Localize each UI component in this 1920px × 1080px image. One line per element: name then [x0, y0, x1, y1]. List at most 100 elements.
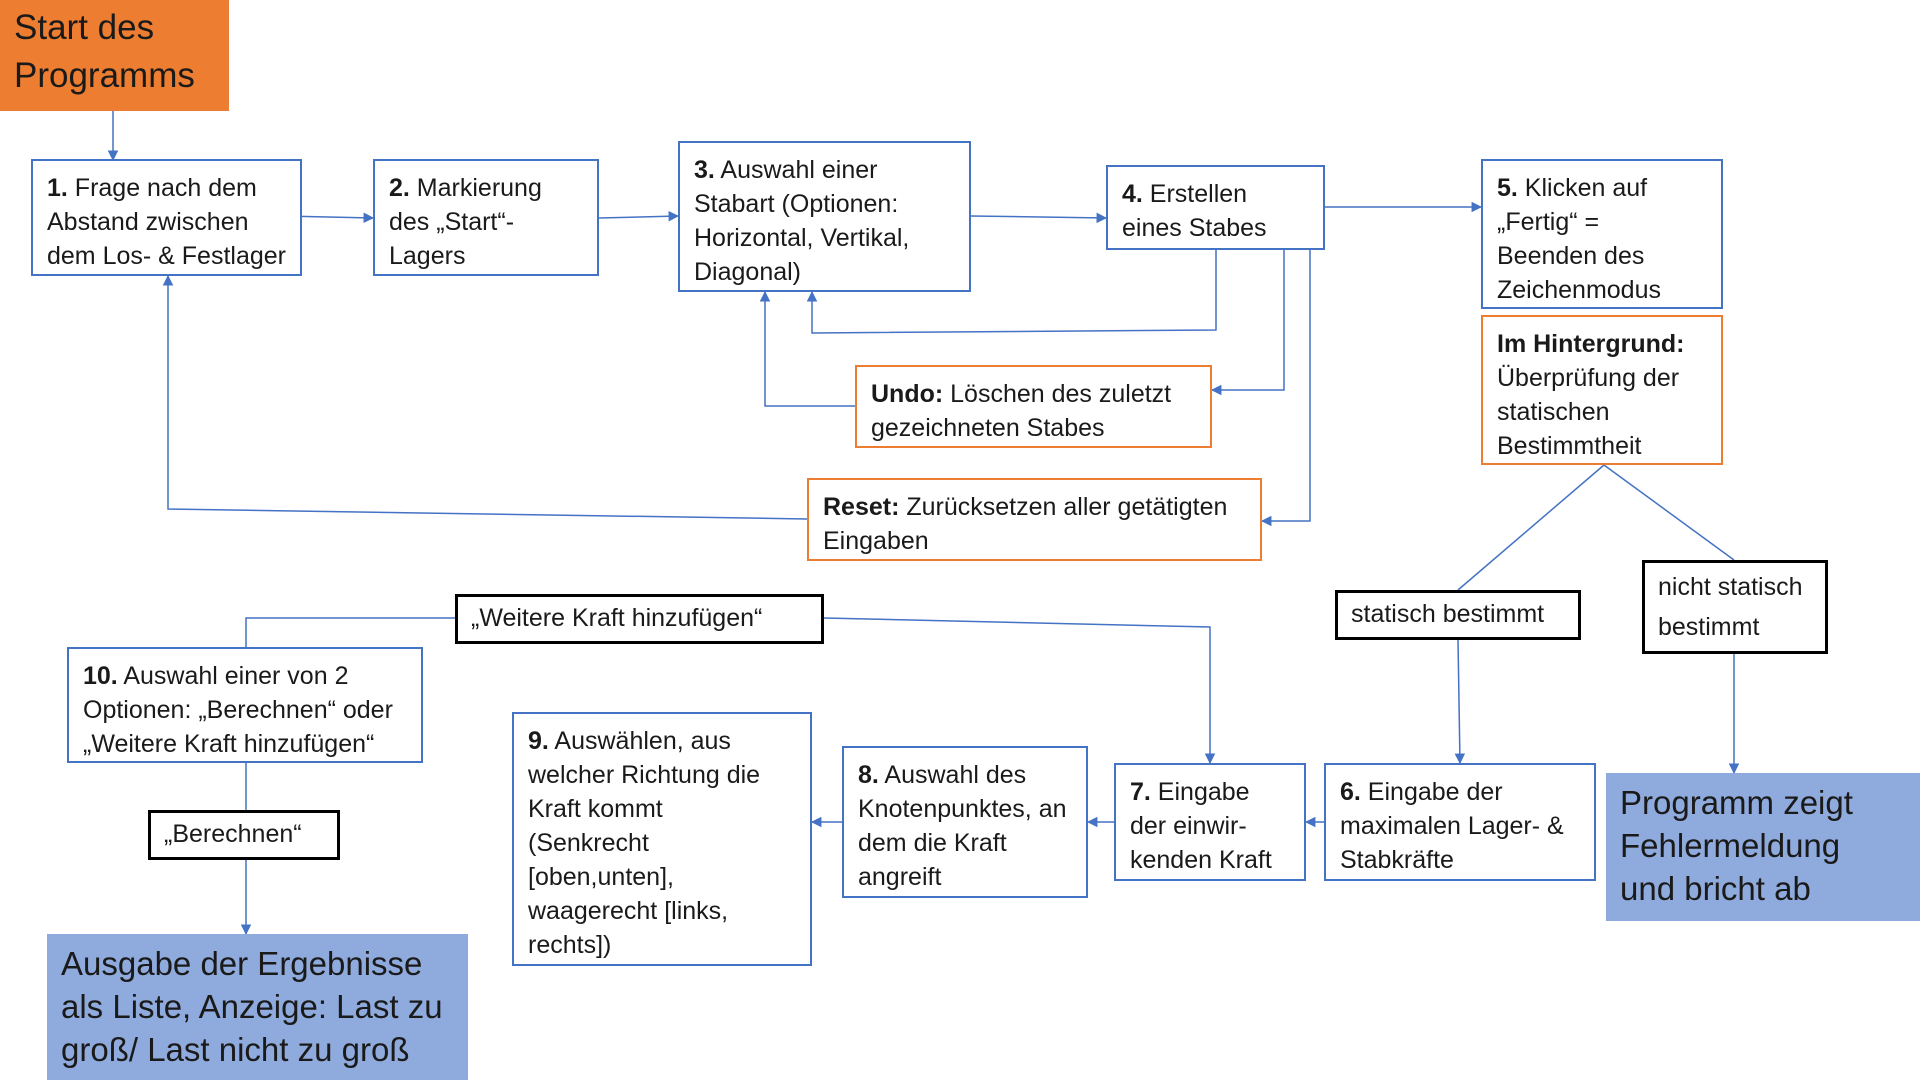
step-text: der einwir- — [1130, 812, 1247, 840]
label-text: nicht statisch — [1658, 573, 1803, 601]
label-berechnen: „Berechnen“ — [148, 810, 340, 860]
step-text: rechts]) — [528, 931, 612, 959]
step-10-box: 10. Auswahl einer von 2 Optionen: „Berec… — [67, 647, 423, 763]
reset-box: Reset: Zurücksetzen aller getätigten Ein… — [807, 478, 1262, 561]
background-check-text: statischen — [1497, 398, 1610, 426]
undo-box: Undo: Löschen des zuletzt gezeichneten S… — [855, 365, 1212, 448]
step-1-box: 1. Frage nach dem Abstand zwischen dem L… — [31, 159, 302, 276]
step-text: eines Stabes — [1122, 214, 1267, 242]
step-text: Markierung — [409, 174, 542, 202]
arrow-weitere-to-step7 — [823, 617, 1216, 765]
output-text: groß/ Last nicht zu groß — [61, 1031, 410, 1068]
step-text: Zeichenmodus — [1497, 276, 1661, 304]
step-number: 10. — [83, 662, 118, 690]
step-number: 6. — [1340, 778, 1361, 806]
step-text: Eingabe der — [1360, 778, 1503, 806]
step-text: „Weitere Kraft hinzufügen“ — [83, 730, 375, 758]
background-check-text: Bestimmtheit — [1497, 432, 1642, 460]
step-number: 9. — [528, 727, 549, 755]
line-check-to-statisch — [1457, 464, 1605, 591]
error-text: Programm zeigt — [1620, 784, 1853, 821]
undo-label: Undo: — [871, 380, 944, 408]
step-3-box: 3. Auswahl einer Stabart (Optionen: Hori… — [678, 141, 971, 292]
step-text: angreift — [858, 863, 942, 891]
error-text: und bricht ab — [1620, 870, 1811, 907]
step-8-box: 8. Auswahl des Knotenpunktes, an dem die… — [842, 746, 1088, 898]
step-text: Eingabe — [1150, 778, 1250, 806]
step-text: Kraft kommt — [528, 795, 663, 823]
error-text: Fehlermeldung — [1620, 827, 1841, 864]
label-text: „Berechnen“ — [164, 820, 302, 848]
step-text: Auswahl einer von 2 — [117, 662, 349, 690]
step-text: Knotenpunktes, an — [858, 795, 1067, 823]
reset-text: Zurücksetzen aller getätigten — [899, 493, 1228, 521]
arrow-step3-to-step4 — [970, 212, 1108, 224]
background-check-box: Im Hintergrund: Überprüfung der statisch… — [1481, 315, 1723, 465]
step-number: 8. — [858, 761, 879, 789]
step-text: Optionen: „Berechnen“ oder — [83, 696, 393, 724]
step-text: dem die Kraft — [858, 829, 1007, 857]
step-text: (Senkrecht — [528, 829, 649, 857]
step-5-box: 5. Klicken auf „Fertig“ = Beenden des Ze… — [1481, 159, 1723, 309]
step-text: des „Start“- — [389, 208, 515, 236]
step-text: Auswählen, aus — [548, 727, 731, 755]
step-number: 7. — [1130, 778, 1151, 806]
arrow-step4-to-undo — [1210, 250, 1285, 396]
label-text: „Weitere Kraft hinzufügen“ — [471, 604, 763, 632]
step-text: Abstand zwischen — [47, 208, 249, 236]
step-text: kenden Kraft — [1130, 846, 1272, 874]
start-box: Start des Programms — [0, 0, 229, 111]
arrow-step4-to-reset — [1260, 250, 1311, 527]
output-text: als Liste, Anzeige: Last zu — [61, 988, 443, 1025]
reset-text: Eingaben — [823, 527, 929, 555]
step-text: „Fertig“ = — [1497, 208, 1600, 236]
step-text: Auswahl einer — [714, 156, 878, 184]
arrow-step2-to-step3 — [598, 210, 680, 222]
step-number: 3. — [694, 156, 715, 184]
step-7-box: 7. Eingabe der einwir- kenden Kraft — [1114, 763, 1306, 881]
step-text: Diagonal) — [694, 258, 802, 286]
label-text: bestimmt — [1658, 613, 1760, 641]
arrow-reset-to-step1 — [162, 274, 808, 520]
start-line: Start des — [14, 8, 155, 47]
start-line: Programms — [14, 56, 195, 95]
error-box: Programm zeigt Fehlermeldung und bricht … — [1606, 773, 1920, 921]
step-text: Frage nach dem — [67, 174, 257, 202]
step-number: 1. — [47, 174, 68, 202]
label-statisch-bestimmt: statisch bestimmt — [1335, 590, 1581, 640]
step-number: 4. — [1122, 180, 1143, 208]
label-nicht-statisch-bestimmt: nicht statisch bestimmt — [1642, 560, 1828, 654]
arrow-statisch-to-step6 — [1454, 639, 1466, 765]
step-text: welcher Richtung die — [528, 761, 761, 789]
line-check-to-nicht-statisch — [1603, 464, 1735, 561]
undo-text: gezeichneten Stabes — [871, 414, 1105, 442]
step-text: Erstellen — [1142, 180, 1248, 208]
step-text: [oben,unten], — [528, 863, 674, 891]
background-check-text: Überprüfung der — [1497, 364, 1680, 392]
step-text: Stabkräfte — [1340, 846, 1454, 874]
arrow-undo-to-step3 — [759, 290, 855, 407]
step-text: waagerecht [links, — [528, 897, 729, 925]
step-text: Horizontal, Vertikal, — [694, 224, 910, 252]
step-text: Beenden des — [1497, 242, 1645, 270]
step-text: Klicken auf — [1517, 174, 1648, 202]
line-step10-to-weitere — [245, 617, 455, 647]
step-6-box: 6. Eingabe der maximalen Lager- & Stabkr… — [1324, 763, 1596, 881]
output-box: Ausgabe der Ergebnisse als Liste, Anzeig… — [47, 934, 468, 1080]
reset-label: Reset: — [823, 493, 900, 521]
step-4-box: 4. Erstellen eines Stabes — [1106, 165, 1325, 250]
step-text: Auswahl des — [878, 761, 1027, 789]
step-2-box: 2. Markierung des „Start“- Lagers — [373, 159, 599, 276]
step-text: Stabart (Optionen: — [694, 190, 899, 218]
label-weitere-kraft: „Weitere Kraft hinzufügen“ — [455, 594, 824, 644]
label-text: statisch bestimmt — [1351, 600, 1545, 628]
step-text: Lagers — [389, 242, 466, 270]
arrow-step4-loop-to-step3 — [806, 250, 1217, 334]
step-number: 2. — [389, 174, 410, 202]
step-9-box: 9. Auswählen, aus welcher Richtung die K… — [512, 712, 812, 966]
background-check-label: Im Hintergrund: — [1497, 330, 1685, 358]
undo-text: Löschen des zuletzt — [943, 380, 1172, 408]
step-number: 5. — [1497, 174, 1518, 202]
